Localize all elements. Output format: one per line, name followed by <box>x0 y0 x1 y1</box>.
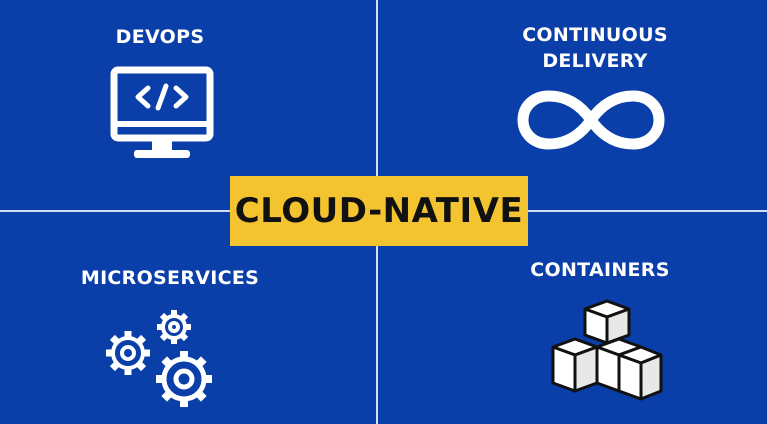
continuous-delivery-label-line2: DELIVERY <box>542 50 648 72</box>
gear-large <box>156 351 212 407</box>
cloud-native-badge: CLOUD-NATIVE <box>230 176 528 246</box>
microservices-label: MICROSERVICES <box>80 267 260 289</box>
cloud-native-title: CLOUD-NATIVE <box>234 191 524 231</box>
continuous-delivery-label: CONTINUOUS DELIVERY <box>500 22 690 74</box>
gear-left <box>106 331 150 375</box>
gears-icon <box>106 310 212 407</box>
gear-top <box>157 310 191 344</box>
cubes-icon <box>551 299 663 401</box>
containers-label: CONTAINERS <box>530 259 670 281</box>
continuous-delivery-label-line1: CONTINUOUS <box>522 24 668 46</box>
devops-label: DEVOPS <box>115 26 205 48</box>
monitor-code-icon <box>110 66 214 158</box>
infinity-icon <box>517 90 665 150</box>
